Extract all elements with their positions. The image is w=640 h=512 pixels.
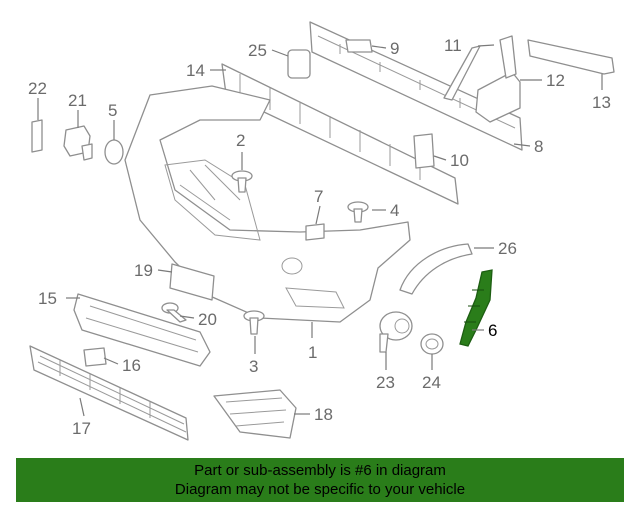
part-cap-7 (305, 223, 325, 241)
callout-23: 23 (376, 373, 395, 392)
callout-15: 15 (38, 289, 57, 308)
callout-4: 4 (390, 201, 399, 220)
callout-16: 16 (122, 356, 141, 375)
callout-labels: 1 2 3 4 5 6 7 8 9 10 11 12 13 14 15 16 1… (28, 36, 611, 438)
part-sensor-21 (63, 125, 93, 161)
notice-line-1: Part or sub-assembly is #6 in diagram (194, 462, 446, 479)
leader-lines (37, 44, 603, 417)
callout-7: 7 (314, 187, 323, 206)
callout-2: 2 (236, 131, 245, 150)
callout-25: 25 (248, 41, 267, 60)
callout-26: 26 (498, 239, 517, 258)
callout-17: 17 (72, 419, 91, 438)
part-fog-grille-18 (213, 389, 297, 439)
part-energy-absorber (221, 63, 459, 205)
part-plate-19 (169, 263, 215, 301)
callout-22: 22 (28, 79, 47, 98)
callout-10: 10 (450, 151, 469, 170)
part-bracket-10 (413, 133, 435, 169)
callout-8: 8 (534, 137, 543, 156)
part-bumper-cover (124, 85, 411, 323)
callout-14: 14 (186, 61, 205, 80)
part-bracket-6-highlighted (459, 269, 493, 347)
callout-6-highlighted: 6 (488, 321, 497, 340)
part-clip-3 (243, 310, 265, 335)
callout-20: 20 (198, 310, 217, 329)
callout-5: 5 (108, 101, 117, 120)
fitment-notice-banner: Part or sub-assembly is #6 in diagram Di… (16, 458, 624, 502)
notice-line-2: Diagram may not be specific to your vehi… (174, 481, 466, 498)
callout-24: 24 (422, 373, 441, 392)
parts-diagram: 1 2 3 4 5 6 7 8 9 10 11 12 13 14 15 16 1… (28, 21, 615, 441)
callout-11: 11 (444, 36, 462, 55)
part-ring-24 (420, 333, 444, 355)
callout-12: 12 (546, 71, 565, 90)
part-gasket-5 (104, 139, 124, 165)
callout-13: 13 (592, 93, 611, 112)
part-clip-9 (345, 39, 373, 53)
callout-3: 3 (249, 357, 258, 376)
part-grille-17 (29, 345, 189, 441)
part-sensor-25 (287, 49, 311, 79)
part-strap-11 (443, 45, 481, 101)
part-grille-15 (73, 293, 211, 367)
part-clip-2 (231, 170, 253, 193)
callout-1: 1 (308, 343, 317, 362)
part-cover-22 (31, 119, 43, 153)
part-clip-16 (83, 347, 107, 367)
part-bolt-20 (161, 302, 187, 323)
part-sensor-23 (379, 311, 413, 353)
callout-18: 18 (314, 405, 333, 424)
part-bracket-13 (527, 39, 615, 75)
part-clip-4 (347, 201, 369, 223)
part-bracket-12 (475, 35, 521, 123)
callout-21: 21 (68, 91, 87, 110)
callout-9: 9 (390, 39, 399, 58)
part-arch-trim-26 (399, 243, 473, 295)
callout-19: 19 (134, 261, 153, 280)
